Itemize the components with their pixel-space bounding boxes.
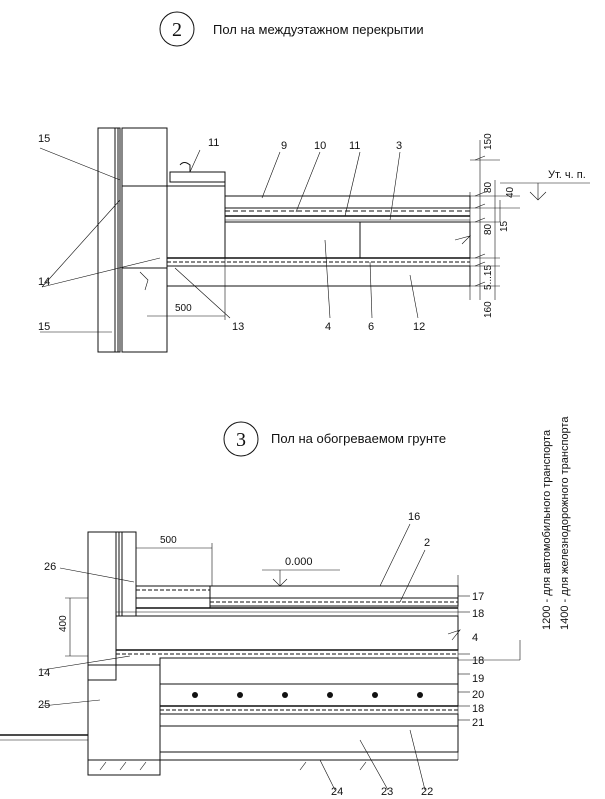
level-label-3: 0.000 (285, 556, 313, 568)
insulation-layer-4 (224, 221, 471, 259)
callout-11a: 11 (208, 137, 219, 149)
wall-upper (121, 127, 168, 187)
callout-13: 13 (232, 321, 244, 333)
callout-4: 4 (325, 321, 331, 333)
section3-number: 3 (236, 429, 246, 451)
side-note-2: 1400 - для железнодорожного транспорта (559, 416, 571, 630)
section3-number-circle (223, 421, 259, 457)
edge-insulation (166, 185, 226, 259)
level-label-2: Ут. ч. п. (548, 169, 586, 181)
callout-21: 21 (472, 717, 484, 729)
insulation-4 (115, 615, 459, 651)
dim-80-top: 80 (483, 181, 494, 193)
callout-15a: 15 (38, 133, 50, 145)
callout-12: 12 (413, 321, 425, 333)
base-23 (159, 725, 459, 753)
heated-layer-20 (159, 683, 459, 707)
dim-40: 40 (505, 186, 516, 198)
callout-16: 16 (408, 511, 420, 523)
section2-title: Пол на междуэтажном перекрытии (213, 22, 424, 37)
section3-drawing: 500 400 0.000 16 2 26 17 18 4 (0, 511, 521, 798)
dim-5-15: 5...15 (483, 265, 494, 290)
dim-15: 15 (499, 220, 510, 232)
callout-25: 25 (38, 699, 50, 711)
concrete-19 (159, 657, 459, 685)
callout-4-s3: 4 (472, 632, 478, 644)
slab-12 (166, 265, 471, 287)
section2-number-circle (159, 11, 195, 47)
callout-26: 26 (44, 561, 56, 573)
wall-insulation (121, 185, 168, 269)
wall-outer (97, 127, 121, 353)
wall-3 (87, 531, 117, 681)
callout-2: 2 (424, 537, 430, 549)
callout-23: 23 (381, 786, 393, 798)
callout-14: 14 (38, 276, 50, 288)
callout-10: 10 (314, 140, 326, 152)
section2-header: 2 Пол на междуэтажном перекрытии (159, 11, 424, 47)
callout-18a: 18 (472, 608, 484, 620)
finish-16 (209, 585, 459, 599)
callout-18b: 18 (472, 655, 484, 667)
section3-title: Пол на обогреваемом грунте (271, 431, 446, 446)
dim-500-s3: 500 (160, 535, 177, 546)
callout-19: 19 (472, 673, 484, 685)
dim-500-s2: 500 (175, 303, 192, 314)
foundation-25 (87, 664, 161, 776)
dim-160: 160 (483, 301, 494, 318)
section2-drawing: 150 80 40 80 15 5...15 160 Ут. ч. п. 500… (38, 127, 590, 353)
dim-150: 150 (483, 133, 494, 150)
callout-22: 22 (421, 786, 433, 798)
dim-80-mid: 80 (483, 223, 494, 235)
callout-11b: 11 (349, 140, 360, 152)
callout-3: 3 (396, 140, 402, 152)
callout-6: 6 (368, 321, 374, 333)
wall-lower (121, 267, 168, 353)
callout-20: 20 (472, 689, 484, 701)
callout-18c: 18 (472, 703, 484, 715)
section2-number: 2 (172, 19, 182, 41)
side-note-1: 1200 - для автомобильного транспорта (541, 429, 553, 630)
dim-400: 400 (58, 615, 69, 632)
callout-14-s3: 14 (38, 667, 50, 679)
callout-15b: 15 (38, 321, 50, 333)
callout-24: 24 (331, 786, 343, 798)
callout-9: 9 (281, 140, 287, 152)
callout-17: 17 (472, 591, 484, 603)
section3-header: 3 Пол на обогреваемом грунте (223, 421, 446, 457)
